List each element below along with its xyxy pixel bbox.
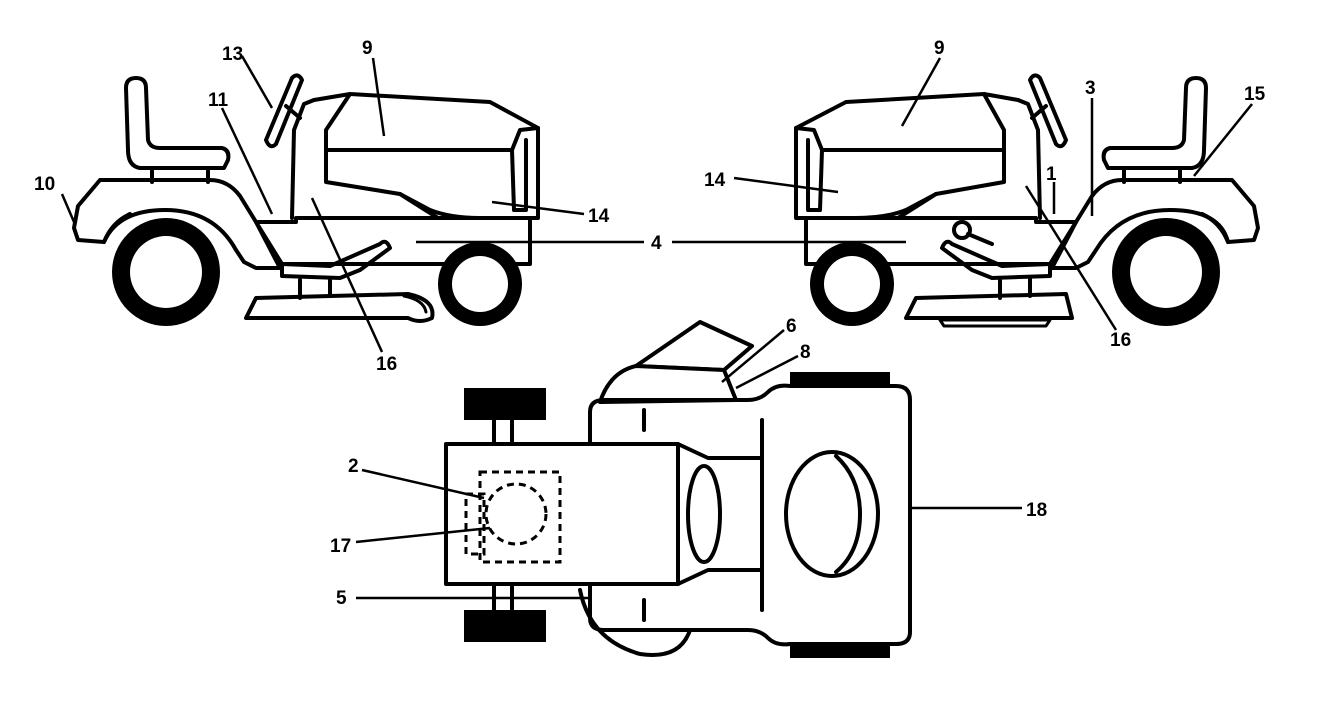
top-rear-tire-upper — [464, 388, 546, 420]
left-steering-column — [290, 98, 316, 220]
callout-4: 4 — [651, 233, 662, 254]
callout-labels: 13 9 11 10 14 16 4 9 3 15 14 1 16 6 8 2 … — [34, 38, 1266, 609]
top-discharge-chute — [634, 320, 754, 372]
left-steering-wheel — [264, 73, 304, 149]
callout-13: 13 — [222, 44, 243, 65]
top-rear-body — [444, 442, 680, 586]
right-steering-column — [1016, 98, 1042, 220]
top-grille — [784, 450, 880, 578]
callout-16-left: 16 — [376, 354, 397, 375]
left-side-view — [72, 73, 540, 326]
callout-16-right: 16 — [1110, 330, 1131, 351]
callout-11: 11 — [208, 90, 229, 111]
right-steering-wheel — [1028, 73, 1068, 149]
callout-6: 6 — [786, 316, 797, 337]
leader-lines — [60, 55, 1253, 600]
left-hood — [312, 92, 540, 220]
right-side-view — [794, 73, 1260, 328]
right-hood — [794, 92, 1020, 220]
callout-8: 8 — [800, 342, 811, 363]
callout-17: 17 — [330, 536, 351, 557]
left-seat — [124, 76, 231, 170]
callout-1: 1 — [1046, 164, 1057, 185]
callout-9-left: 9 — [362, 38, 373, 59]
top-rear-tire-lower — [464, 610, 546, 642]
left-mower-deck — [244, 292, 435, 323]
callout-9-right: 9 — [934, 38, 945, 59]
top-front-tire-lower — [790, 644, 890, 658]
callout-3: 3 — [1085, 78, 1096, 99]
callout-14-left: 14 — [588, 206, 610, 227]
top-seat-area — [478, 470, 562, 564]
right-seat — [1101, 76, 1208, 170]
callout-5: 5 — [336, 588, 347, 609]
top-mower-deck — [588, 383, 912, 647]
top-front-tire-upper — [790, 372, 890, 386]
callout-18: 18 — [1026, 500, 1047, 521]
right-mower-deck — [904, 292, 1074, 320]
callout-14-right: 14 — [704, 170, 726, 191]
top-decal-circle — [484, 482, 548, 546]
callout-10: 10 — [34, 174, 55, 195]
callout-2: 2 — [348, 456, 359, 477]
callout-15: 15 — [1244, 84, 1266, 105]
top-view — [444, 320, 912, 658]
